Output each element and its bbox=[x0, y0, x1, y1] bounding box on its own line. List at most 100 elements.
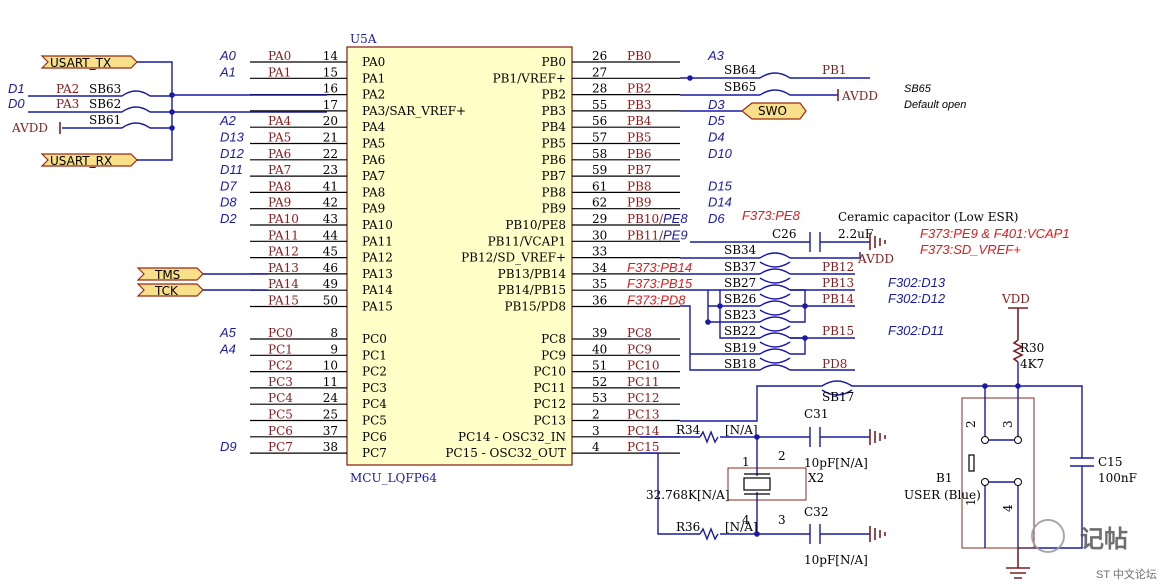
arduino-label: D11 bbox=[220, 162, 243, 177]
net-label: PC9 bbox=[627, 342, 652, 356]
pin-number: 9 bbox=[330, 342, 338, 356]
arduino-label: D3 bbox=[708, 97, 725, 112]
usart-rx-port[interactable]: USART_RX bbox=[40, 153, 138, 168]
arduino-label: D12 bbox=[220, 146, 245, 161]
net-label: PC0 bbox=[268, 326, 293, 340]
swo-port[interactable]: SWO bbox=[741, 102, 807, 120]
b1-button-frame[interactable] bbox=[961, 397, 1035, 549]
net-label: PB0 bbox=[627, 49, 652, 63]
pb12-net-label: PB12 bbox=[822, 260, 854, 274]
net-label: PA12 bbox=[268, 245, 299, 259]
net-label: PA4 bbox=[268, 114, 292, 128]
sb65-label: SB65 bbox=[724, 80, 756, 94]
mcu-chip-body[interactable] bbox=[346, 46, 573, 466]
pin-number: 40 bbox=[592, 342, 607, 356]
sb17-label: SB17 bbox=[822, 390, 854, 404]
net-label: PA5 bbox=[268, 131, 291, 145]
sb63-label: SB63 bbox=[89, 82, 121, 96]
tck-label: TCK bbox=[154, 284, 179, 298]
pin-function: PA10 bbox=[362, 218, 393, 232]
f302-d13-note: F302:D13 bbox=[888, 275, 946, 290]
pin-number: 39 bbox=[592, 326, 607, 340]
pin-function: PC12 bbox=[533, 397, 566, 411]
net-label: PB4 bbox=[627, 114, 652, 128]
avdd-sb34-label: AVDD bbox=[857, 252, 894, 266]
sb27-label: SB27 bbox=[724, 276, 756, 290]
pin-number: 30 bbox=[592, 228, 607, 242]
usart-tx-label: USART_TX bbox=[50, 56, 111, 70]
net-label: PC15 bbox=[627, 440, 660, 454]
tck-port[interactable]: TCK bbox=[136, 283, 204, 298]
pin-function: PB4 bbox=[541, 120, 566, 134]
pin-function: PA12 bbox=[362, 251, 393, 265]
pin-function: PA15 bbox=[362, 300, 393, 314]
pin-number: 56 bbox=[592, 114, 607, 128]
net-label: PB10/ bbox=[627, 212, 664, 226]
pin-number: 3 bbox=[592, 424, 600, 438]
pin-number: 35 bbox=[592, 277, 607, 291]
net-label: PC4 bbox=[268, 391, 293, 405]
pb15-net-label: PB15 bbox=[822, 324, 854, 338]
usart-tx-port[interactable]: USART_TX bbox=[40, 55, 138, 70]
tms-port[interactable]: TMS bbox=[136, 267, 204, 282]
pin-function: PB7 bbox=[541, 169, 566, 183]
net-label: PA11 bbox=[268, 228, 299, 242]
f373-pe8-note: F373:PE8 bbox=[742, 208, 801, 223]
pin-number: 41 bbox=[323, 179, 338, 193]
watermark-sub: ST 中文论坛 bbox=[1096, 567, 1157, 581]
c31-value: 10pF[N/A] bbox=[804, 456, 868, 470]
arduino-label: D7 bbox=[220, 178, 237, 193]
net-label: PC14 bbox=[627, 424, 660, 438]
net-label: PC11 bbox=[627, 375, 660, 389]
net-label: PC13 bbox=[627, 408, 660, 422]
pin-function: PB14/PB15 bbox=[498, 283, 566, 297]
b1-pin-3: 3 bbox=[1001, 420, 1015, 428]
